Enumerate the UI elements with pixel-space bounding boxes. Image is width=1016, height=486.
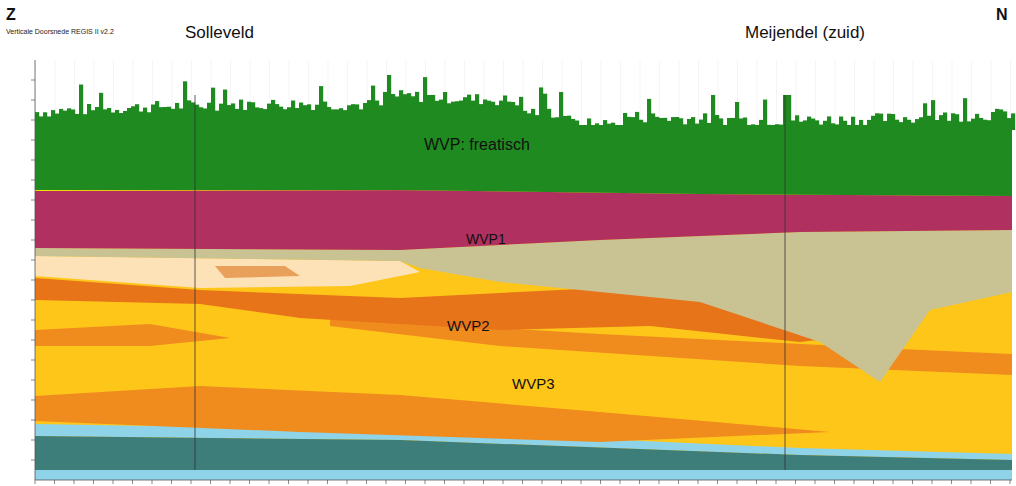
location-label: Meijendel (zuid) <box>745 24 865 43</box>
section-title: Verticale Doorsnede REGIS II v2.2 <box>6 28 114 36</box>
aquifer-label: WVP3 <box>512 376 555 393</box>
direction-label: Z <box>6 6 16 24</box>
aquifer-label: WVP: freatisch <box>424 136 530 154</box>
aquifer-label: WVP1 <box>466 232 506 247</box>
location-label: Solleveld <box>185 24 254 43</box>
aquifer-label: WVP2 <box>447 318 490 335</box>
direction-label: N <box>996 6 1008 24</box>
